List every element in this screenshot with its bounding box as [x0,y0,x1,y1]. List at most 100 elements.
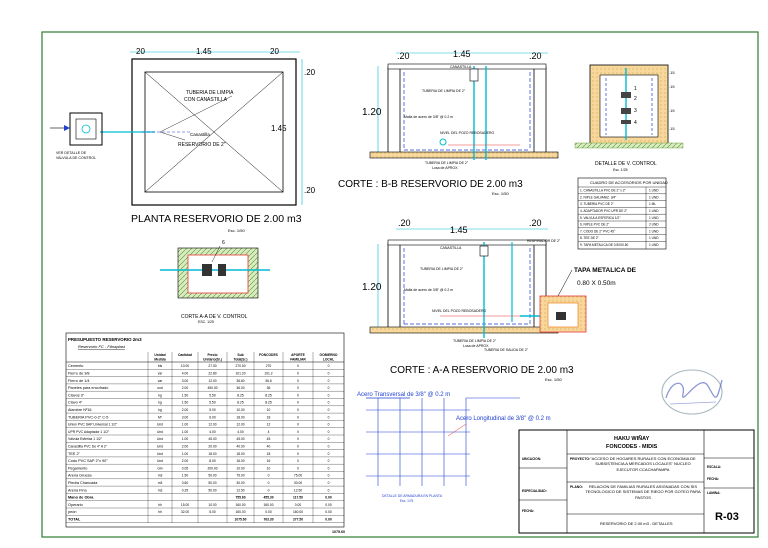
tb-org2: FONCODES - MIDIS [606,444,658,450]
budget-cell: 0.00 [325,496,332,500]
budget-cell: 0 [297,430,299,434]
budget-cell: 0 [297,372,299,376]
budget-cell: 0 [328,372,330,376]
tb-sheet-number: R-03 [715,511,739,523]
accessory-name: 1. CANASTILLA PVC DE 2" x 2" [580,189,626,193]
signature-stamp [661,369,723,415]
budget-header-cell: Total(S/.) [234,357,248,361]
bb-dim-right: .20 [529,51,542,61]
budget-cell: 18.00 [236,452,244,456]
sheet-frame [41,31,759,538]
bb-scale: Esc. 1/50 [492,191,509,196]
budget-cell: 18.00 [208,452,216,456]
budget-cell: 6.00 [209,415,216,419]
budget-item-name: Operario [68,503,83,507]
aa-dim-mid: 1.45 [450,225,468,235]
accessory-qty: 1 ML [649,202,656,206]
accessory-qty: 2 UND [649,223,659,227]
budget-cell: 4.00 [182,372,189,376]
accessory-qty: 1 UND [649,195,659,199]
budget-cell: 0 [297,364,299,368]
budget-cell: Und [157,430,163,434]
plan-label-canastilla: Canastilla [190,132,210,137]
budget-cell: m3 [158,474,163,478]
plan-label-reservorio: RESERVORIO DE 2" [178,142,226,148]
budget-cell: 0.05 [182,466,189,470]
budget-cell: 160.00 [293,510,303,514]
bb-dim-left: .20 [397,51,410,61]
budget-cell: 1.50 [182,401,189,405]
budget-item-name: Fierro de 3/8 [68,372,90,376]
budget-cell: 4.00 [237,430,244,434]
budget-cell: 160.00 [235,503,245,507]
budget-cell: 0 [297,459,299,463]
budget-cell: 16 [267,459,271,463]
budget-item-name: Clavo 4" [68,401,83,405]
budget-cell: 0 [328,481,330,485]
aa-label-salida: TUBERIA DE SALIDA DE 2" [484,348,529,352]
bb-height: 1.20 [362,107,382,118]
budget-cell: 50.00 [208,474,216,478]
tb-ubicacion-label: UBICACION: [522,457,541,461]
budget-cell: 270 [266,364,272,368]
bb-label-malla: Malla de acero de 3/8" @ 0.2 m [404,115,453,119]
plan-side-dim-top: .20 [304,68,316,77]
accessory-name: 4. ADAPTADOR PVC UPR DE 2" [580,209,627,213]
budget-cell: 30.00 [236,481,244,485]
budget-cell: Und [157,423,163,427]
budget-cell: 0 [297,415,299,419]
tb-fecha-label: FECHA: [522,509,534,513]
budget-cell: 36.6 [265,379,272,383]
aa-label-malla: Malla de acero de 3/8" @ 0.2 m [404,288,453,292]
budget-cell: 10 [267,466,271,470]
budget-cell: 50.00 [208,488,216,492]
tb-org1: HAKU WIÑAY [614,435,650,442]
valve-dim-1: .15 [669,70,675,75]
budget-cell: m3 [158,481,163,485]
valve-mark-1: 1 [634,86,637,92]
budget-cell: 2.00 [182,386,189,390]
budget-cell: 1.00 [182,430,189,434]
budget-table: PRESUPUESTO RESERVORIO 2m3 Reservorio FC… [65,332,345,534]
budget-cell: 200.00 [207,466,217,470]
budget-cell: 0 [328,393,330,397]
budget-cell: 8.00 [209,459,216,463]
budget-cell: 0 [297,379,299,383]
budget-cell: kg [158,401,162,405]
accessory-qty: 1 UND [649,243,659,247]
bb-label-losa: Losa de APROX. [432,166,458,170]
budget-cell: 10.00 [181,364,189,368]
budget-item-name: TEE 2" [68,452,81,456]
budget-item-name: peón [68,510,76,514]
budget-cell: 0 [297,408,299,412]
budget-cell: Und [157,452,163,456]
budget-item-name: Pegamento [68,466,87,470]
budget-cell: 755.60 [235,496,245,500]
budget-item-name: Válvula Esferica 1 1/2" [68,437,103,441]
budget-cell: 1.00 [182,423,189,427]
budget-cell: 1.00 [182,437,189,441]
budget-item-name: Fierro de 1/4 [68,379,90,383]
budget-cell: Und [157,445,163,449]
budget-cell: 18.00 [236,415,244,419]
budget-cell: bls [158,364,163,368]
budget-cell: kg [158,408,162,412]
rebar-caption: DETALLE DE ARMADURA EN PLANTA [382,494,443,498]
aa-label-nivel: NIVEL DEL POZO REBOSADERO [432,309,486,313]
budget-cell: 12 [267,423,271,427]
valve-mark-4: 4 [634,120,637,126]
bb-dim-mid: 1.45 [453,49,471,59]
budget-cell: Und [157,459,163,463]
budget-item-name: Codo PVC SAP 2"x 90° [68,459,108,463]
budget-cell: 0.60 [182,481,189,485]
budget-item-name: Paneles para encofrado [68,386,108,390]
budget-cell: 8.25 [265,393,272,397]
budget-cell: 50.00 [208,481,216,485]
plan-view: VER DETALLE DE VALVULA DE CONTROL 20 1.4… [50,47,316,233]
budget-header-cell: Precio [207,353,217,357]
aa-dim-left: .20 [398,218,411,228]
budget-cell: 5.00 [209,510,216,514]
